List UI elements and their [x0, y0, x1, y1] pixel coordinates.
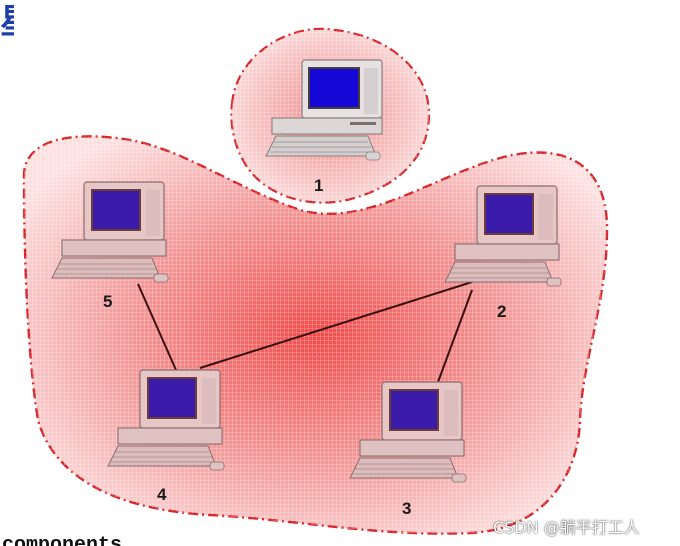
- link-4-2: [199, 281, 473, 369]
- computer-node-1: [265, 59, 383, 161]
- link-5-4: [137, 283, 177, 371]
- computer-node-3: [349, 381, 467, 483]
- computer-icon: [349, 381, 467, 483]
- node-label-4: 4: [157, 485, 167, 504]
- heading-fragment: 星: [0, 2, 14, 42]
- node-label-3: 3: [402, 499, 411, 518]
- node-label-1: 1: [314, 176, 323, 195]
- footer-text-fragment: components: [2, 536, 122, 546]
- computer-node-2: [444, 185, 562, 287]
- computer-node-5: [51, 181, 169, 283]
- node-label-2: 2: [497, 302, 506, 321]
- computer-node-4: [107, 369, 225, 471]
- link-2-3: [437, 289, 473, 383]
- watermark: CSDN @躺平打工人: [493, 518, 640, 537]
- computer-icon: [444, 185, 562, 287]
- computer-icon: [265, 59, 383, 161]
- computer-icon: [107, 369, 225, 471]
- computer-icon: [51, 181, 169, 283]
- node-label-5: 5: [103, 292, 112, 311]
